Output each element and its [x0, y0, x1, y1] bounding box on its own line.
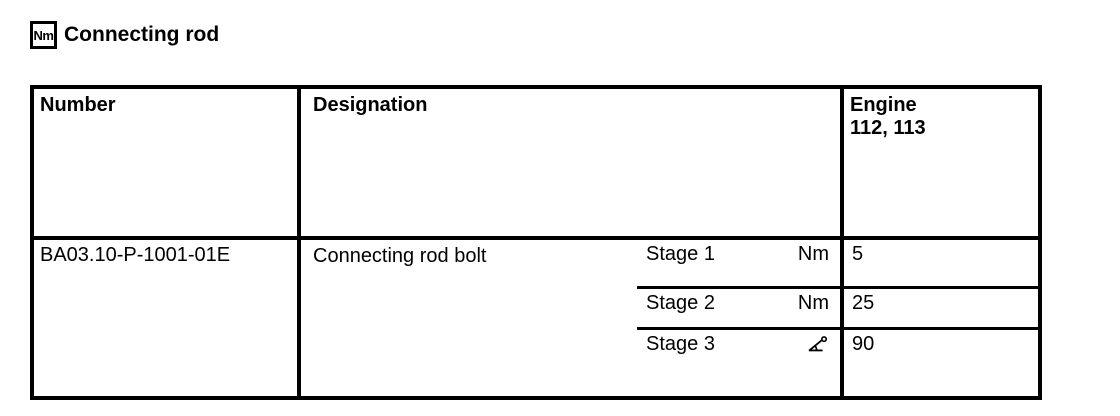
stage-value: 25 [844, 286, 1038, 327]
stage-row-3: Stage 3 [637, 327, 840, 396]
stage-label: Stage 2 [646, 292, 715, 314]
table-body-row: BA03.10-P-1001-01E Connecting rod bolt S… [34, 240, 1038, 396]
table-header-row: Number Designation Engine 112, 113 [34, 89, 1038, 240]
row-number: BA03.10-P-1001-01E [34, 240, 301, 396]
stage-value: 90 [844, 327, 1038, 396]
torque-table: Number Designation Engine 112, 113 BA03.… [30, 85, 1042, 400]
row-engine-values: 5 25 90 [844, 240, 1038, 396]
header-number: Number [34, 89, 301, 236]
stage-list: Stage 1 Nm Stage 2 Nm Stage 3 [637, 240, 840, 396]
stage-unit: Nm [797, 292, 829, 314]
nm-unit-icon: Nm [30, 21, 57, 49]
angle-degree-icon [807, 335, 829, 353]
stage-value: 5 [852, 243, 864, 265]
stage-unit: Nm [797, 243, 829, 265]
header-engine-models: 112, 113 [850, 117, 926, 139]
stage-row-2: Stage 2 Nm [637, 286, 840, 327]
stage-row-1: Stage 1 Nm [637, 240, 840, 286]
row-designation-cell: Connecting rod bolt Stage 1 Nm Stage 2 N… [301, 240, 844, 396]
header-engine: Engine 112, 113 [844, 89, 1038, 236]
row-designation: Connecting rod bolt [313, 245, 487, 267]
stage-label: Stage 3 [646, 333, 715, 355]
page-title: Nm Connecting rod [30, 21, 219, 49]
header-designation: Designation [301, 89, 844, 236]
stage-label: Stage 1 [646, 243, 715, 265]
page-title-text: Connecting rod [64, 23, 220, 46]
header-engine-label: Engine [850, 94, 917, 116]
